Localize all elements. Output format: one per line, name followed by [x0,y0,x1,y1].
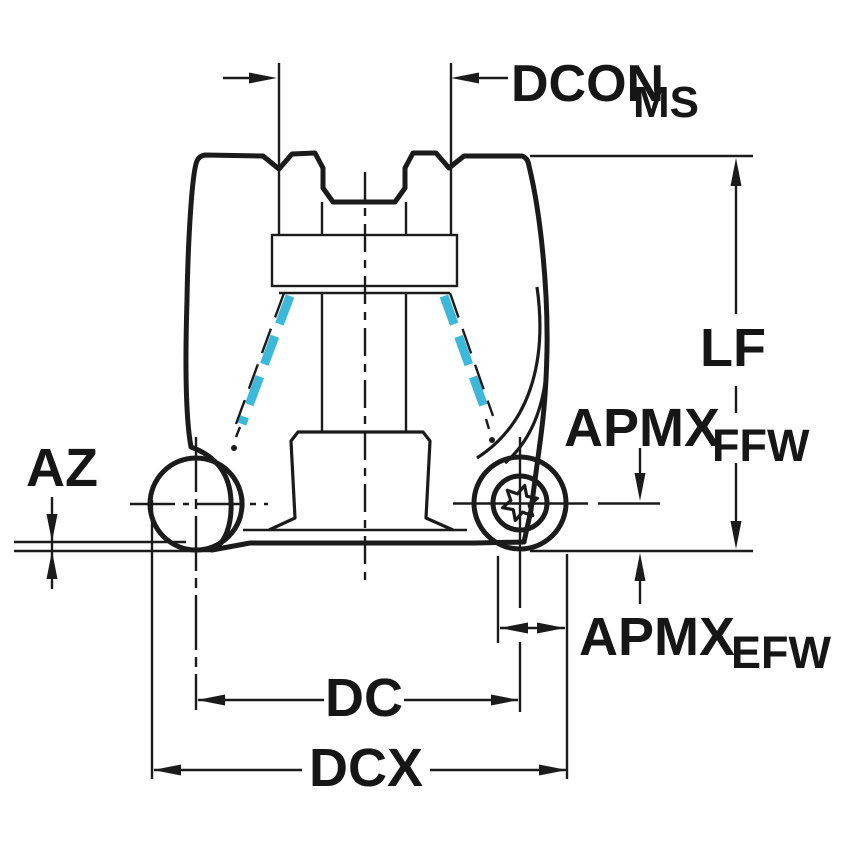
dimension-dcx: DCX [150,500,567,798]
label-apmx-ffw: APMX [564,398,720,458]
torx-screw-icon [490,473,550,533]
arrowhead [46,514,58,542]
dimension-lf: LF [530,154,766,553]
arrowhead [634,553,646,581]
arrowhead [730,521,742,549]
chip-flute-curve-inner [503,361,549,465]
label-dc: DC [325,668,403,728]
label-dcx: DCX [309,738,423,798]
arrowhead [537,622,565,634]
arrowhead [539,764,567,776]
label-lf: LF [700,318,766,378]
dimension-apmx-ffw: APMX FFW [564,398,810,604]
label-dcon: DCON [511,55,664,113]
arrowhead [46,551,58,579]
arrowhead [500,622,528,634]
coolant-channel-right [439,292,495,443]
arrowhead [491,694,519,706]
arrowhead [249,72,277,84]
left-insert-detail [130,437,268,710]
right-insert-group [453,437,660,712]
label-az: AZ [26,438,98,498]
arrowhead [153,764,181,776]
chip-flute-curve-outer [476,286,542,460]
dimension-apmx-efw: APMX EFW [496,554,832,779]
label-apmx-ffw-subscript: FFW [712,420,810,471]
label-dcon-subscript: MS [633,78,699,127]
label-apmx-efw-subscript: EFW [731,627,832,678]
left-insert-hidden-arc [207,458,245,551]
arrowhead [634,473,646,501]
coolant-channel-left [231,292,295,451]
center-boss [268,430,454,532]
dimension-az: AZ [14,438,213,589]
dimension-dc: DC [197,668,519,728]
label-apmx-efw: APMX [579,607,735,667]
arrowhead [451,72,479,84]
dimension-dcon: DCON MS [223,55,699,127]
arrowhead [730,158,742,186]
arrowhead [197,694,225,706]
